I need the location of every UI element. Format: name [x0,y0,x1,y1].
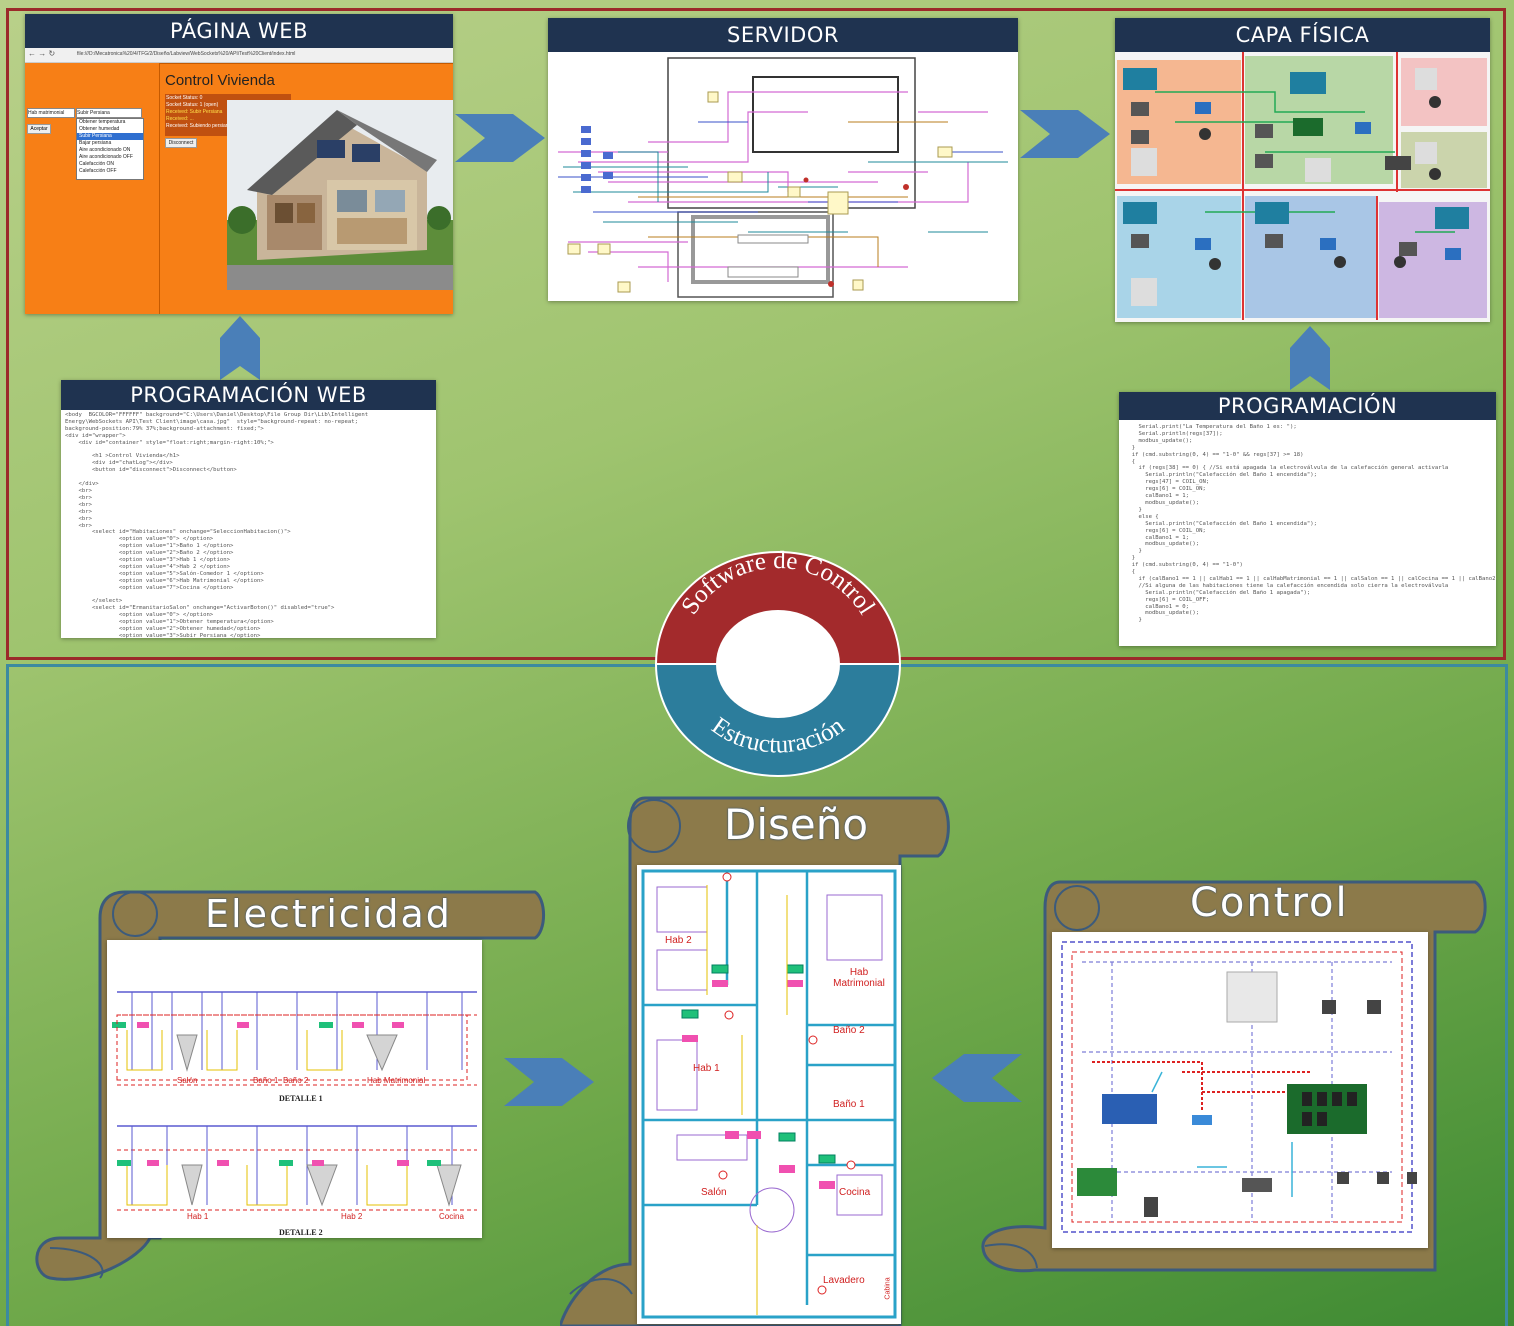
log-line: Received: ... [166,116,194,122]
house-illustration [227,100,453,290]
design-title: Diseño [724,800,869,849]
detail-2-label: DETALLE 2 [279,1228,323,1237]
action-select-value: Subir Persiana [77,110,110,116]
control-schematic [1052,932,1428,1248]
programming-panel: PROGRAMACIÓN Serial.print("La Temperatur… [1119,392,1496,646]
log-line: Received: Subiendo persiana de la Hab Ma… [166,123,282,129]
detail-1-label: DETALLE 1 [279,1094,323,1103]
design-room-label: Lavadero [823,1275,865,1286]
arrow-prog-up [1290,326,1330,390]
physical-layer-panel: CAPA FÍSICA [1115,18,1490,322]
electricity-room-label: Salón [177,1076,198,1085]
electricity-room-label: Baño 1 [253,1076,279,1085]
design-room-label: Baño 2 [833,1025,865,1036]
design-room-label: Hab 2 [665,935,692,946]
programming-title: PROGRAMACIÓN [1119,392,1496,420]
dropdown-option[interactable]: Subir Persiana [77,133,143,140]
dropdown-option[interactable]: Calefacción ON [79,161,115,167]
dropdown-option[interactable]: Calefacción OFF [79,168,117,174]
electricity-room-label: Hab 1 [187,1212,209,1221]
server-title: SERVIDOR [548,18,1018,52]
physical-layer-title: CAPA FÍSICA [1115,18,1490,52]
design-room-label: Salón [701,1187,727,1198]
floor-plan-drawing [641,869,897,1319]
dropdown-option[interactable]: Aire acondicionado OFF [79,154,133,160]
arrow-electricity-to-design [504,1058,594,1106]
control-title: Control [1190,880,1349,926]
browser-nav-icons: ← → ↻ [28,49,56,58]
room-select[interactable]: Hab matrimonial [27,108,75,118]
design-room-label: Baño 1 [833,1099,865,1110]
dropdown-option[interactable]: Obtener humedad [79,126,120,132]
electricity-room-label: Hab 2 [341,1212,363,1221]
electricity-schematic: Salón Baño 1 Baño 2 Hab Matrimonial DETALLE… [107,940,482,1238]
web-programming-title: PROGRAMACIÓN WEB [61,380,436,410]
action-select[interactable]: Subir Persiana [76,108,142,118]
dropdown-option[interactable]: Obtener temperatura [79,119,126,125]
arrow-server-to-physical [1020,110,1110,158]
design-room-label: Cabina [884,1277,892,1300]
wiring-diagram [112,991,477,1211]
server-panel: SERVIDOR [548,18,1018,301]
control-heading: Control Vivienda [165,72,275,89]
web-page-title: PÁGINA WEB [25,14,453,48]
log-line: Socket Status: 1 (open) [166,102,219,108]
control-wiring-diagram [1061,941,1417,1233]
electricity-room-label: Cocina [439,1212,464,1221]
arrow-web-to-server [455,114,545,162]
room-select-value: Hab matrimonial [28,110,65,116]
design-room-label: Hab 1 [693,1063,720,1074]
disconnect-button[interactable]: Disconnect [165,138,197,148]
arrow-control-to-design [932,1054,1022,1102]
accept-button[interactable]: Aceptar [27,124,51,134]
hardware-diagram [1115,52,1490,320]
electricity-title: Electricidad [205,892,452,936]
electricity-room-label: Baño 2 [283,1076,309,1085]
browser-address-bar: ← → ↻ file:///D:/Mecatronica%20/4/TFG/2/… [25,48,453,63]
software-structure-ring: Software de Control Estructuración [654,548,902,777]
dropdown-option[interactable]: Bajar persiana [79,140,112,146]
design-room-label: Cocina [839,1187,871,1198]
browser-url: file:///D:/Mecatronica%20/4/TFG/2/Diseño… [77,51,296,57]
web-page-panel: PÁGINA WEB ← → ↻ file:///D:/Mecatronica%… [25,14,453,314]
electricity-room-label: Hab Matrimonial [367,1076,426,1085]
arduino-code: Serial.print("La Temperatura del Baño 1 … [1131,424,1496,624]
log-line: Received: Subir Persiana [166,109,223,115]
web-programming-panel: PROGRAMACIÓN WEB <body BGCOLOR="FFFFFF" … [61,380,436,638]
arrow-webprog-up [220,316,260,380]
labview-block-diagram [558,57,1008,298]
log-line: Socket Status: 0 [166,95,203,101]
dropdown-option[interactable]: Aire acondicionado ON [79,147,131,153]
html-code: <body BGCOLOR="FFFFFF" background="C:\Us… [65,412,369,638]
design-room-label: Hab Matrimonial [833,967,885,989]
